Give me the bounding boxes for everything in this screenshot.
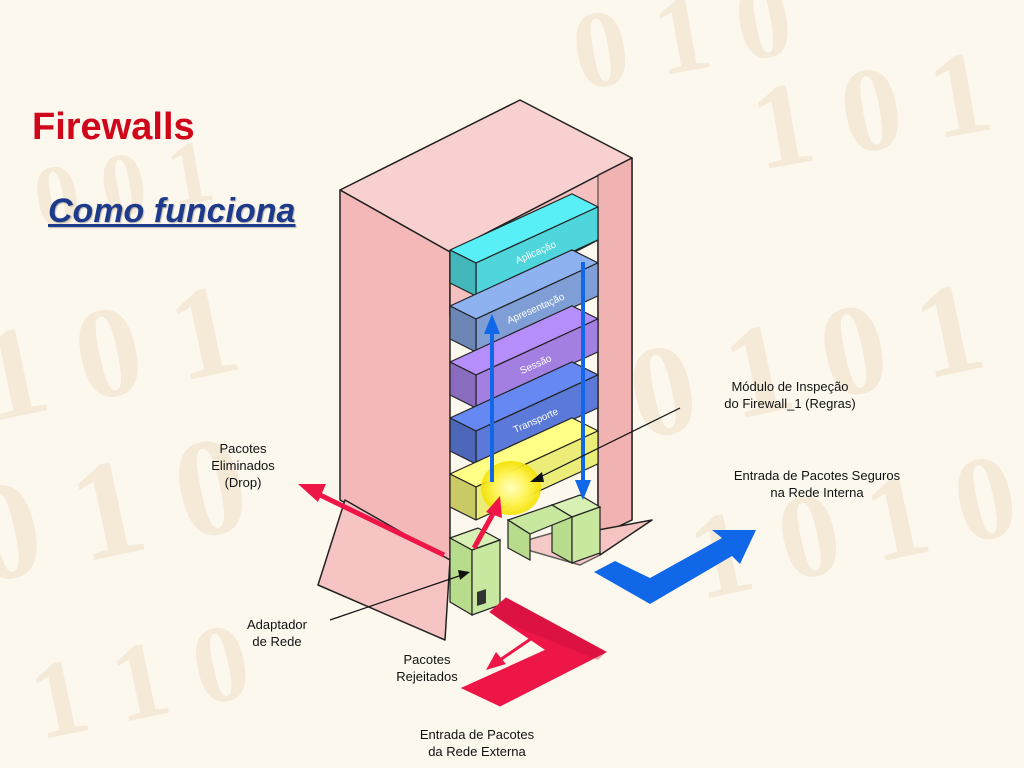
osi-layer: Transporte	[449, 361, 599, 465]
red-flow-arrows	[298, 484, 608, 707]
network-adapter-label: Adaptador de Rede	[247, 617, 307, 649]
rejected-packets-label: Pacotes Rejeitados	[396, 652, 458, 684]
osi-layer: Aplicação	[449, 193, 599, 297]
pointer-lines	[329, 407, 681, 621]
osi-layer: Sessão	[449, 305, 599, 409]
secure-entry-arrow	[594, 530, 756, 604]
page-title: Firewalls	[32, 106, 195, 148]
bottom-platform	[506, 504, 574, 562]
internal-flow-arrows	[484, 262, 591, 500]
page-subtitle: Como funciona	[48, 192, 296, 230]
network-adapter-external	[448, 527, 502, 617]
network-adapter-internal	[550, 494, 602, 565]
inspection-module-label: Módulo de Inspeção do Firewall_1 (Regras…	[724, 379, 856, 411]
dropped-packets-label: Pacotes Eliminados (Drop)	[211, 441, 275, 490]
secure-entry-label: Entrada de Pacotes Seguros na Rede Inter…	[733, 468, 901, 500]
external-entry-label: Entrada de Pacotes da Rede Externa	[419, 727, 535, 759]
